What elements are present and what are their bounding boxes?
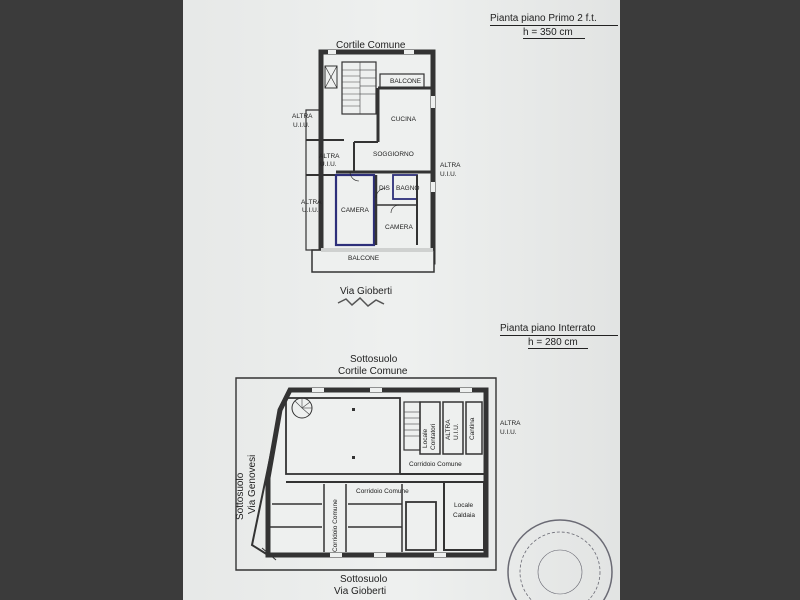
dis-label: DIS: [379, 185, 390, 192]
basement-neighbor-right-line2: U.I.U.: [500, 429, 517, 436]
basement-main-hall: [285, 397, 401, 475]
basement-height-underline: [528, 348, 588, 349]
basement-left-label-2: Via Genovesi: [247, 454, 258, 514]
basement-plan: [235, 377, 497, 571]
camera-left-room: [334, 173, 376, 247]
camera-right-label: CAMERA: [385, 224, 413, 231]
basement-title: Pianta piano Interrato: [500, 323, 596, 334]
neighbor-upper-left-line2: U.I.U.: [293, 122, 310, 129]
altra-uiu-basement-label-2: U.I.U.: [453, 423, 460, 440]
corridoio-comune-label-2: Corridoio Comune: [356, 488, 409, 495]
neighbor-mid-left-line2: U.I.U.: [320, 161, 337, 168]
soggiorno-label: SOGGIORNO: [373, 151, 414, 158]
locale-caldaia-label-1: Locale: [454, 502, 474, 509]
neighbor-lower-left-line1: ALTRA: [301, 199, 322, 206]
altra-uiu-basement: [442, 401, 464, 455]
notary-stamp: [507, 519, 613, 600]
locale-contatori-room: [419, 401, 441, 455]
basement-neighbor-right-line1: ALTRA: [500, 420, 521, 427]
neighbor-right-line2: U.I.U.: [440, 171, 457, 178]
corridoio-comune-label-1: Corridoio Comune: [409, 461, 462, 468]
first-floor-title-underline: [490, 25, 618, 26]
neighbor-right-line1: ALTRA: [440, 162, 461, 169]
locale-contatori-label-2: Contatori: [430, 423, 437, 450]
neighbor-upper-left-line1: ALTRA: [292, 113, 313, 120]
balcone-bottom-label: BALCONE: [348, 255, 380, 262]
cantina-room: [465, 401, 483, 455]
first-floor-height-underline: [523, 38, 585, 39]
first-floor-title: Pianta piano Primo 2 f.t.: [490, 13, 597, 24]
corridoio-comune-vertical-label: Corridoio Comune: [332, 499, 339, 552]
basement-bottom-label-1: Sottosuolo: [340, 574, 388, 585]
scribble-mark: [337, 296, 385, 307]
first-floor-bottom-label: Via Gioberti: [340, 286, 393, 297]
cantina-label: Cantina: [469, 417, 476, 440]
neighbor-lower-left-line2: U.I.U.: [302, 207, 319, 214]
cucina-label: CUCINA: [391, 116, 416, 123]
balcone-top-label: BALCONE: [390, 78, 422, 85]
camera-left-label: CAMERA: [341, 207, 369, 214]
first-floor-plan: [305, 49, 436, 273]
basement-title-underline: [500, 335, 618, 336]
locale-caldaia-room: [443, 481, 485, 551]
bagno-label: BAGNO: [396, 185, 420, 192]
first-floor-height: h = 350 cm: [523, 27, 573, 38]
first-floor-top-label: Cortile Comune: [336, 40, 406, 51]
basement-bottom-label-2: Via Gioberti: [334, 586, 387, 597]
locale-contatori-label-1: Locale: [422, 428, 429, 448]
basement-left-label-1: Sottosuolo: [235, 472, 246, 520]
basement-top-label-1: Sottosuolo: [350, 354, 398, 365]
altra-uiu-basement-label-1: ALTRA: [445, 419, 452, 440]
locale-caldaia-label-2: Caldaia: [453, 512, 476, 519]
basement-height: h = 280 cm: [528, 337, 578, 348]
basement-top-label-2: Cortile Comune: [338, 366, 408, 377]
neighbor-mid-left-line1: ALTRA: [319, 153, 340, 160]
basement-outer-wall: [235, 377, 497, 571]
